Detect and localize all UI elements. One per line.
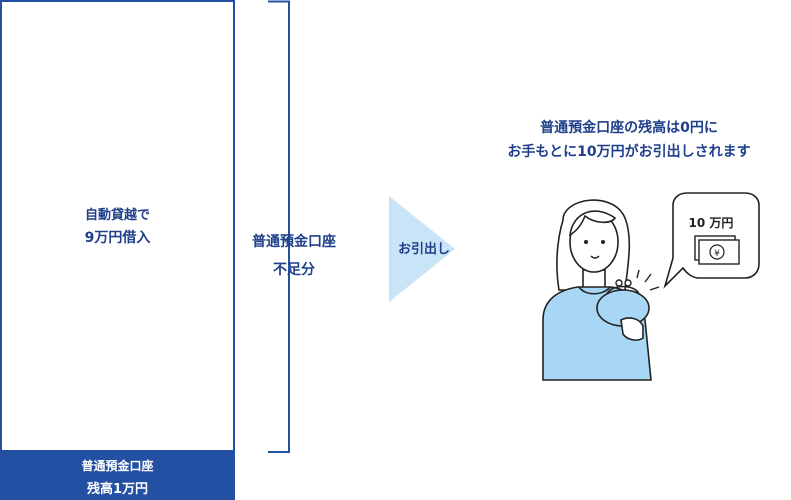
arrow-right-icon <box>389 196 455 302</box>
result-caption-line2: お手もとに10万円がお引出しされます <box>507 144 751 160</box>
balance-label-line1: 普通預金口座 <box>81 459 154 473</box>
shortfall-label-line1: 普通預金口座 <box>252 234 336 250</box>
overdraft-label-line1: 自動貸越で <box>84 208 150 223</box>
overdraft-block <box>0 0 235 452</box>
overdraft-label: 自動貸越で 9万円借入 <box>0 205 235 249</box>
bracket-line <box>268 0 290 453</box>
result-caption-line1: 普通預金口座の残高は0円に <box>540 120 718 136</box>
yen-symbol: ¥ <box>714 249 720 259</box>
result-caption: 普通預金口座の残高は0円に お手もとに10万円がお引出しされます <box>470 116 788 164</box>
balance-block: 普通預金口座 残高1万円 <box>0 452 235 500</box>
shortfall-label-line2: 不足分 <box>273 262 315 278</box>
shortfall-label: 普通預金口座 不足分 <box>238 228 350 284</box>
overdraft-label-line2: 9万円借入 <box>84 230 151 246</box>
balance-label-line2: 残高1万円 <box>86 482 149 497</box>
withdrawal-label: お引出し <box>397 242 450 257</box>
speech-bubble-amount: 10 万円 <box>688 216 734 230</box>
woman-with-purse-illustration: ¥ <box>542 192 760 381</box>
